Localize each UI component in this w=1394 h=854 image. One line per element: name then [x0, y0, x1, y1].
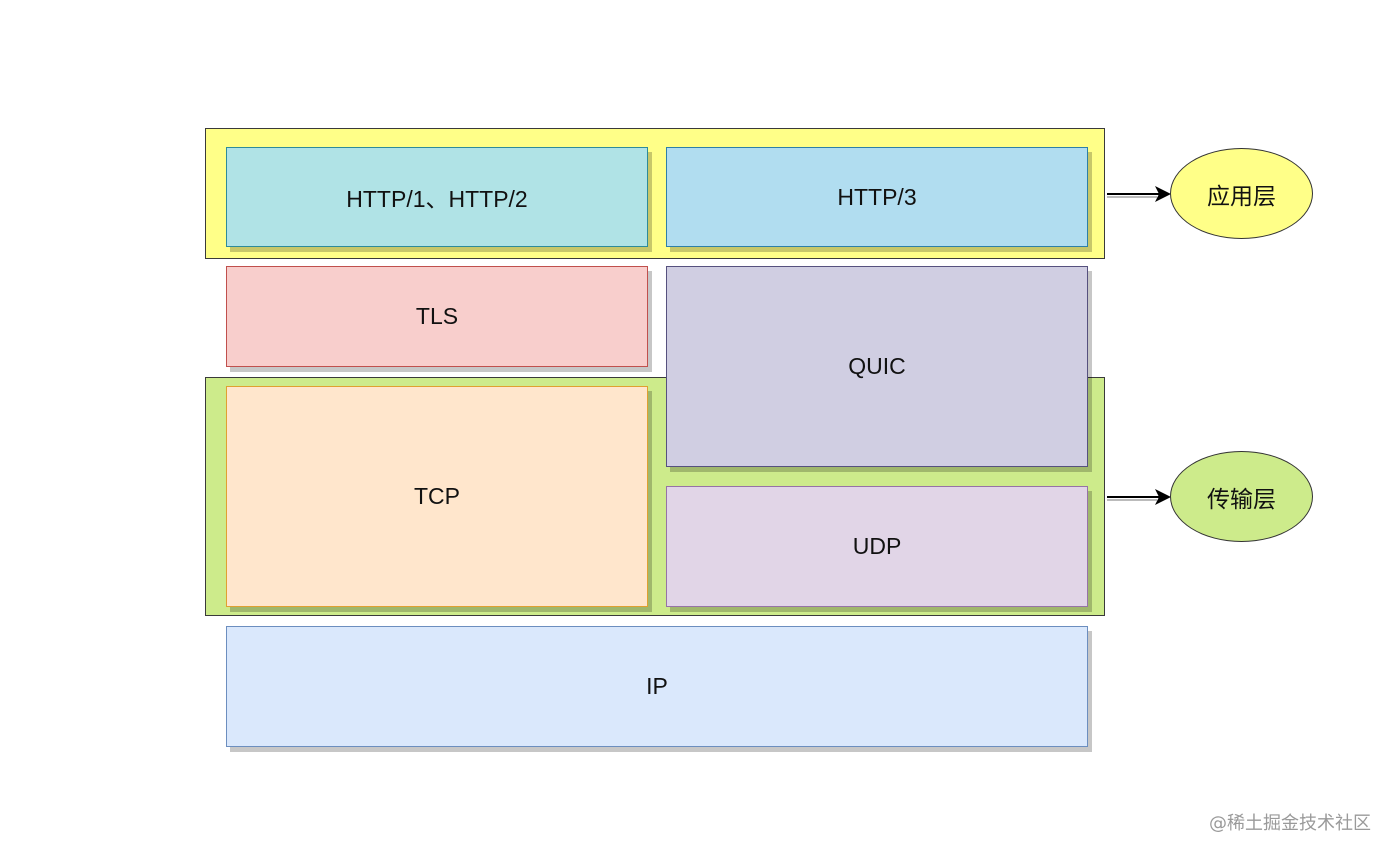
http3-label: HTTP/3 [837, 183, 917, 210]
udp-label: UDP [852, 533, 902, 559]
ip-label: IP [646, 673, 668, 699]
tls-box: TLS [226, 266, 648, 367]
http1-http2-box: HTTP/1、HTTP/2 [226, 147, 648, 247]
application-layer-arrow [1107, 186, 1171, 202]
transport-layer-ellipse: 传输层 [1170, 451, 1313, 542]
quic-box: QUIC [666, 266, 1088, 467]
http1-http2-label: HTTP/1、HTTP/2 [346, 186, 528, 212]
ip-box: IP [226, 626, 1088, 747]
tcp-label: TCP [414, 483, 460, 509]
tls-label: TLS [415, 303, 459, 329]
watermark: @稀土掘金技术社区 [1209, 813, 1371, 834]
application-layer-ellipse: 应用层 [1170, 148, 1313, 239]
transport-layer-label: 传输层 [1207, 486, 1276, 513]
http3-box: HTTP/3 [666, 147, 1088, 247]
transport-layer-arrow [1107, 489, 1171, 505]
application-layer-label: 应用层 [1207, 183, 1276, 210]
quic-label: QUIC [848, 353, 906, 379]
tcp-box: TCP [226, 386, 648, 607]
udp-box: UDP [666, 486, 1088, 607]
